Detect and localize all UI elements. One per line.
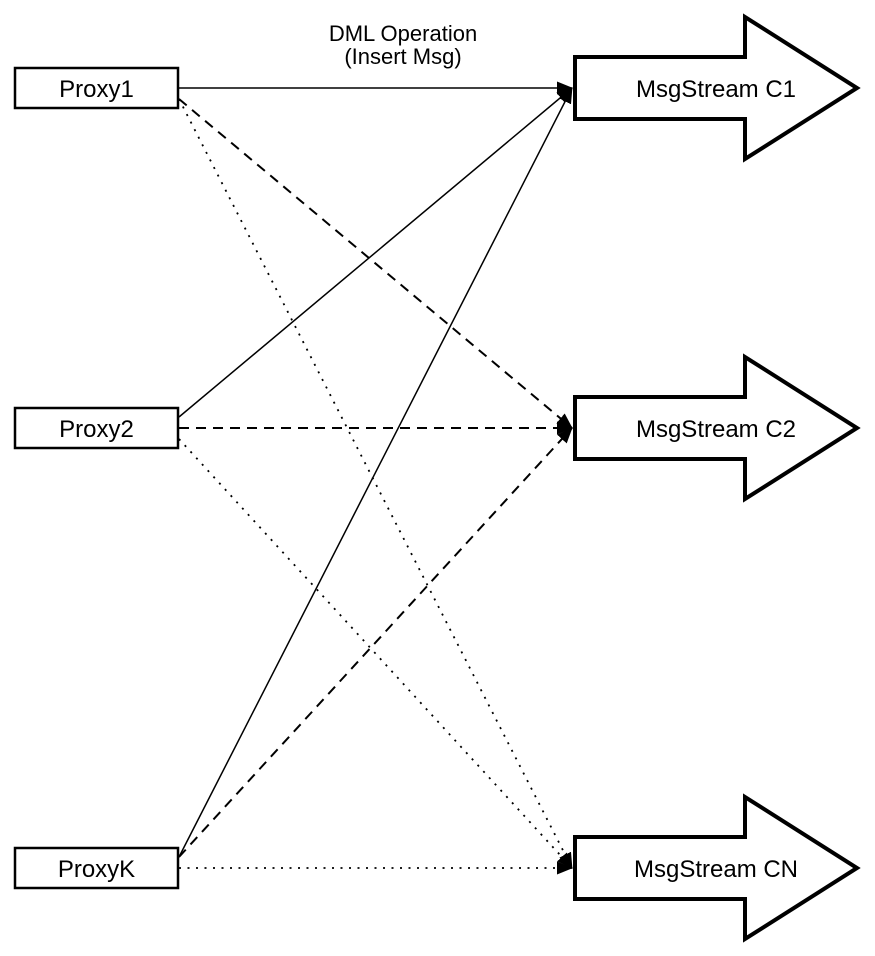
edge-proxy2-cn-dotted	[178, 438, 573, 869]
stream-arrow-shape-cn	[573, 793, 861, 943]
proxy-node-proxy1: Proxy1	[13, 66, 180, 110]
proxy-label-proxy1: Proxy1	[59, 76, 134, 103]
proxy-node-proxyk: ProxyK	[13, 846, 180, 890]
edge-proxyk-c1-solid	[178, 87, 573, 858]
proxy-label-proxy2: Proxy2	[59, 416, 134, 443]
edge-proxy1-cn-dotted	[178, 98, 573, 869]
stream-arrow-shape-c1	[573, 13, 861, 163]
proxy-label-proxyk: ProxyK	[58, 856, 135, 883]
edge-proxyk-c2-dashed	[178, 427, 573, 858]
edges-layer	[178, 81, 573, 875]
stream-node-cn: MsgStream CN	[573, 793, 861, 943]
proxy-box-proxy2	[13, 406, 180, 450]
stream-label-c2: MsgStream C2	[636, 416, 796, 443]
proxy-box-proxy1	[13, 66, 180, 110]
stream-label-c1: MsgStream C1	[636, 76, 796, 103]
proxy-node-proxy2: Proxy2	[13, 406, 180, 450]
stream-node-c2: MsgStream C2	[573, 353, 861, 503]
stream-node-c1: MsgStream C1	[573, 13, 861, 163]
dml-operation-label-line1: DML Operation	[329, 21, 477, 46]
proxy-box-proxyk	[13, 846, 180, 890]
stream-label-cn: MsgStream CN	[634, 856, 798, 883]
dml-operation-label-line2: (Insert Msg)	[344, 44, 461, 69]
edge-proxy2-c1-solid	[178, 87, 573, 418]
stream-nodes-layer: MsgStream C1 MsgStream C2 MsgStream CN	[573, 13, 861, 943]
edge-proxy1-c2-dashed	[178, 98, 573, 429]
stream-arrow-shape-c2	[573, 353, 861, 503]
